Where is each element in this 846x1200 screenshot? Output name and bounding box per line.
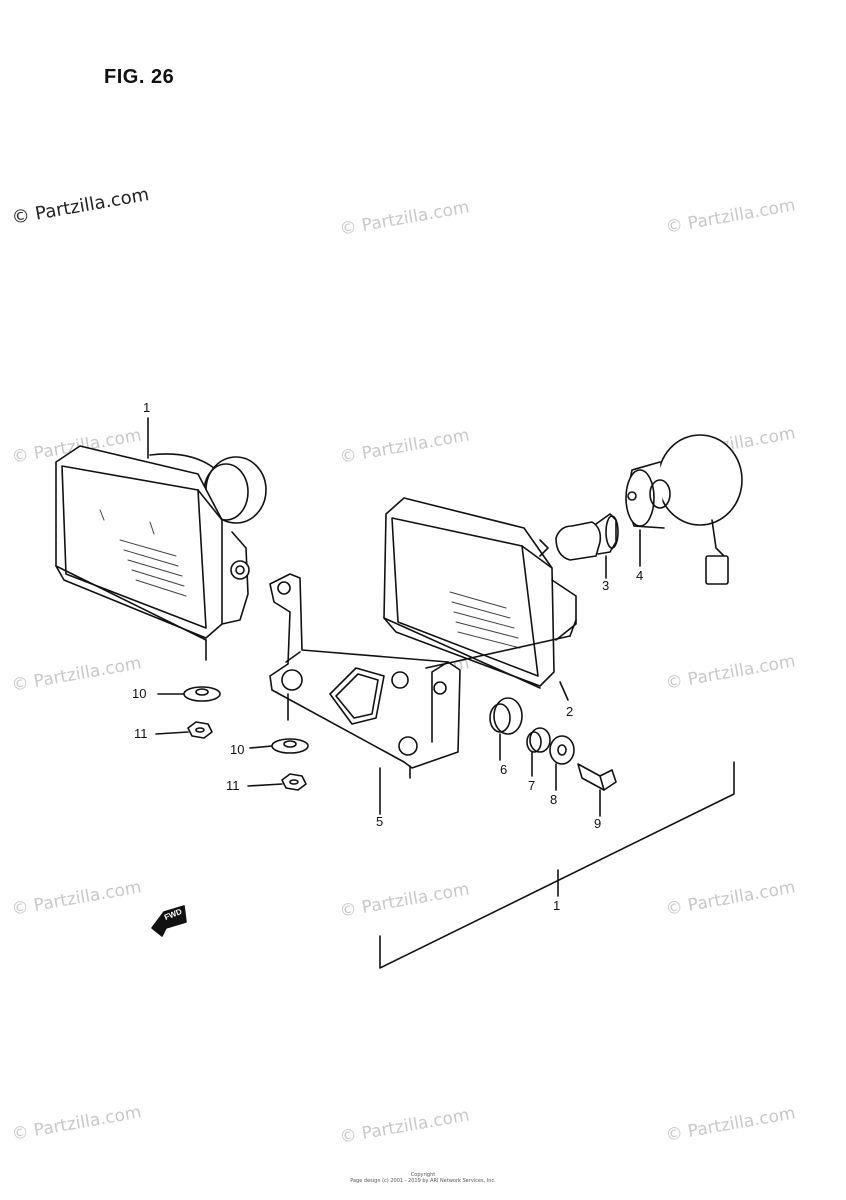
washer-10 — [249, 738, 309, 754]
collar — [526, 727, 551, 777]
socket — [625, 434, 743, 585]
callout-11: 11 — [226, 778, 240, 793]
washer — [549, 735, 575, 791]
callout-3: 3 — [602, 578, 610, 593]
bolt — [577, 763, 617, 817]
bracket — [269, 573, 461, 779]
callout-6: 6 — [500, 762, 508, 777]
bulb — [555, 513, 619, 579]
callout-10: 10 — [132, 686, 147, 701]
callout-5: 5 — [376, 814, 384, 829]
callout-4: 4 — [636, 568, 644, 583]
callout-10: 10 — [230, 742, 245, 757]
footer: Copyright Page design (c) 2001 - 2019 by… — [0, 1172, 846, 1184]
callout-2: 2 — [566, 704, 574, 719]
nut-11 — [247, 773, 307, 791]
fwd-arrow-icon — [151, 905, 187, 937]
callout-9: 9 — [594, 816, 602, 831]
headlight-left — [55, 417, 267, 661]
headlight-right — [383, 497, 577, 701]
callout-1: 1 — [143, 400, 151, 415]
footer-line-1: Copyright — [410, 1172, 436, 1178]
nut-11 — [155, 721, 213, 739]
callout-1-assembly: 1 — [553, 898, 561, 913]
figure-title: FIG. 26 — [104, 66, 175, 88]
callout-8: 8 — [550, 792, 558, 807]
callout-7: 7 — [528, 778, 536, 793]
callout-11: 11 — [134, 726, 148, 741]
footer-line-2: Page design (c) 2001 - 2019 by ARI Netwo… — [350, 1178, 496, 1184]
grommet — [489, 697, 523, 761]
washer-10 — [157, 686, 221, 702]
assembly-bracket — [379, 761, 735, 969]
